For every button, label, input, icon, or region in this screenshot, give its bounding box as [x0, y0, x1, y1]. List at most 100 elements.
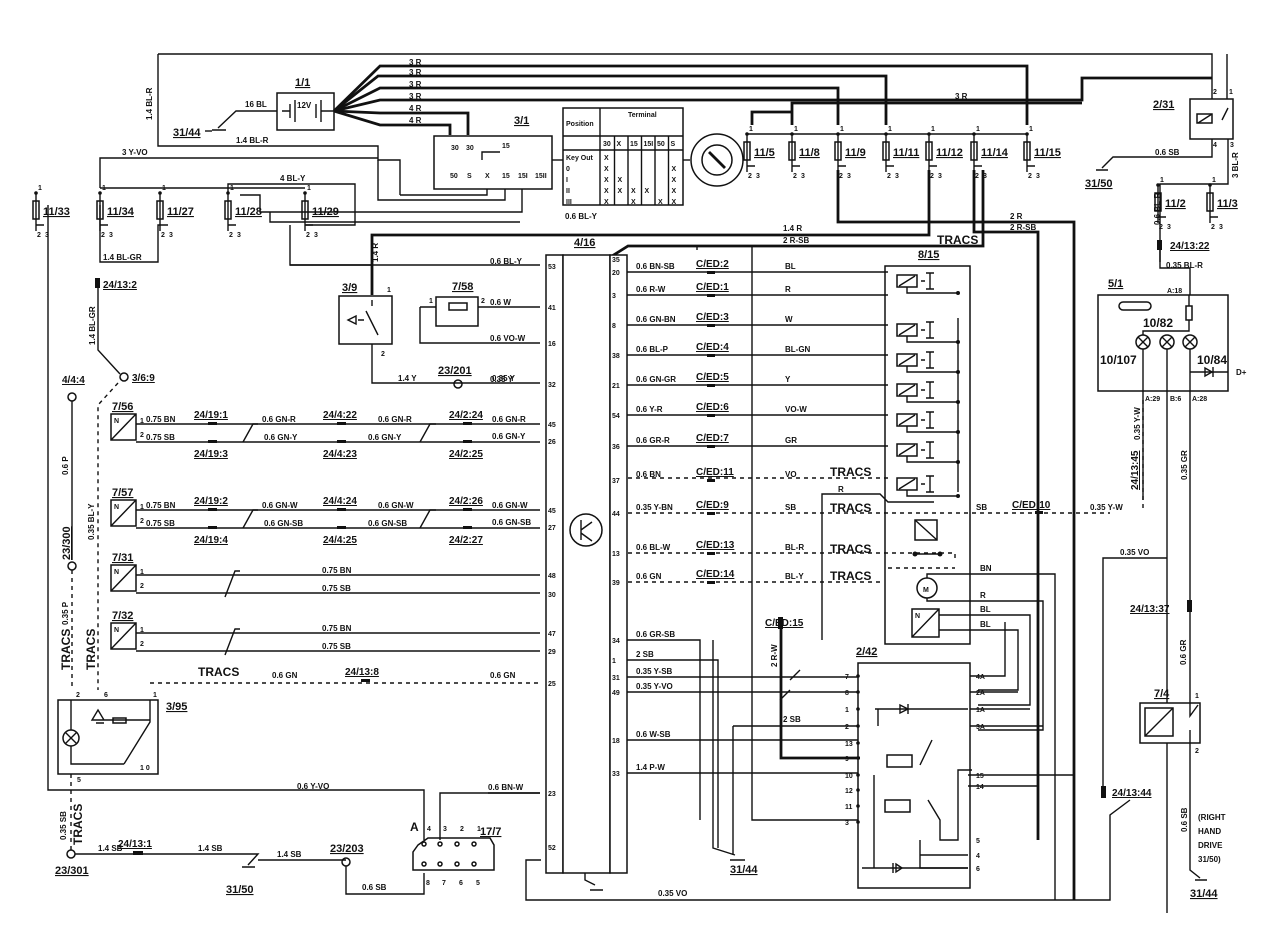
pin-label: 2: [306, 232, 310, 239]
table-row-label: II: [566, 188, 570, 195]
wire-label: 0.75 BN: [146, 501, 176, 510]
pin-label: 1: [1229, 89, 1233, 96]
lamp-id: 10/84: [1197, 353, 1227, 367]
wire-label: 2 SB: [636, 650, 654, 659]
fuse-label: 11/14: [981, 147, 1009, 159]
pin-label: 1: [976, 126, 980, 133]
fuse-label: 11/8: [799, 147, 820, 159]
connector-label: C/ED:6: [696, 402, 729, 413]
pin-label: 1: [1029, 126, 1033, 133]
pin-label: 3: [169, 232, 173, 239]
connector-label: C/ED:10: [1012, 500, 1051, 511]
table-mark: X: [604, 188, 609, 195]
connector-label: 4/4:4: [62, 375, 85, 386]
wire-label: 1.4 BL-R: [145, 87, 154, 120]
wire-label: R: [980, 591, 986, 600]
wire-label: 1.4 BL-R: [236, 136, 269, 145]
wire-label: BL: [980, 605, 991, 614]
table-mark: X: [604, 155, 609, 162]
relay-pin: 3A: [976, 724, 985, 731]
component-id: 3/95: [166, 701, 187, 713]
pin-label: 4: [427, 826, 431, 833]
hydraulic-unit-8-15: 8/15 TRACS R TRACS SB C/ED:10 0.35 Y-W T…: [628, 246, 1123, 900]
note-text: (RIGHT: [1198, 813, 1226, 822]
pin-label: 1: [140, 418, 144, 425]
pin-label: 7: [442, 880, 446, 887]
transistor-icon: [569, 513, 603, 547]
ecu-pin: 32: [548, 382, 556, 389]
wire-label: 0.6 BL-Y: [565, 212, 598, 221]
component-id: 2/42: [856, 646, 877, 658]
wire-label: 1.4 R: [371, 243, 380, 262]
connector-label: C/ED:7: [696, 433, 729, 444]
instrument-cluster-5-1: 5/1 A:18 10/82 10/107 10/84 D+ A:29 B:6 …: [1097, 278, 1247, 913]
wire-color-label: SB: [785, 503, 796, 512]
wire-label: 0.75 SB: [322, 584, 351, 593]
wire-label: 1.4 SB: [198, 844, 223, 853]
ignition-key-icon: [690, 133, 744, 187]
fuse-label: 11/28: [235, 206, 262, 218]
wire-color-label: BL: [785, 262, 796, 271]
terminal-label: 15: [502, 173, 510, 180]
connector-label: 24/2:26: [449, 496, 483, 507]
wire-label: 0.75 SB: [322, 642, 351, 651]
table-column-label: 15: [630, 141, 638, 148]
component-id: 3/9: [342, 282, 357, 294]
wire-label: 4 BL-Y: [280, 174, 306, 183]
component-id: 7/4: [1154, 688, 1170, 700]
pin-label: 2: [930, 173, 934, 180]
connector-label: C/ED:11: [696, 467, 734, 478]
wire-label: 0.35 Y: [490, 375, 514, 384]
ecu-pin: 49: [612, 690, 620, 697]
wire-color-label: BL-Y: [785, 572, 804, 581]
connector-label: C/ED:13: [696, 540, 735, 551]
wire-label: SB: [976, 503, 987, 512]
solenoid-valve: [896, 441, 960, 464]
relay-pin: 9: [845, 756, 849, 763]
tracs-label: TRACS: [71, 804, 85, 845]
tracs-switch-3-95: TRACS 0.6 GN 24/13:8 0.6 GN 3/95 2 6 1 5…: [55, 665, 540, 877]
wire-label: 0.75 SB: [146, 433, 175, 442]
wire-label: 0.6 BL-R: [1153, 192, 1162, 225]
pin-label: 3: [938, 173, 942, 180]
pin-label: 2: [140, 518, 144, 525]
connector-label: 24/4:24: [323, 496, 357, 507]
component-id: 7/57: [112, 487, 133, 499]
wire-label: 0.6 GN: [272, 671, 298, 680]
wire-label: 2 R-W: [770, 644, 779, 667]
wire-label: 0.6 GN-BN: [636, 315, 676, 324]
brake-switch-3-9: 3/9 1 2 1.4 Y 23/201 0.35 Y: [338, 282, 540, 389]
ground-circuit-bottom-left: 1.4 SB 24/13:1 1.4 SB 1.4 SB 31/50 23/20…: [75, 782, 540, 896]
wire-label: 0.6 SB: [1155, 148, 1180, 157]
relay-2-31: 2/31 2 1 4 3 0.6 SB 31/50 3 BL-R 0.6 BL-…: [1085, 54, 1240, 295]
wire-label: 0.6 GR-SB: [636, 630, 675, 639]
ecu-pin: 54: [612, 413, 620, 420]
wire-label: 0.6 Y-VO: [297, 782, 329, 791]
relay-pin: 4A: [976, 674, 985, 681]
wire-label: 0.6 GN-R: [492, 415, 526, 424]
relay-pin: 11: [845, 804, 853, 811]
component-id: 8/15: [918, 249, 939, 261]
wire-label: 0.6 GR: [1179, 639, 1188, 665]
pin-label: 2: [140, 583, 144, 590]
table-column-label: 15I: [644, 141, 654, 148]
pin-label: 5: [476, 880, 480, 887]
pin-label: 3: [237, 232, 241, 239]
wire-label: 0.6 BL-W: [636, 543, 671, 552]
solenoid-valve: [896, 475, 960, 498]
wire-label: BN: [980, 564, 992, 573]
fuse-label: 11/33: [43, 206, 70, 218]
pin-label: 1: [1212, 177, 1216, 184]
table-column-label: S: [671, 141, 676, 148]
wire-color-label: R: [785, 285, 791, 294]
pin-label: 3: [801, 173, 805, 180]
sensor-symbol: N: [114, 627, 119, 634]
ecu-pin: 26: [548, 439, 556, 446]
relay-pin: 3: [845, 820, 849, 827]
pin-label: 6: [104, 692, 108, 699]
tracs-label: TRACS: [59, 629, 73, 670]
wire-label: 3 R: [409, 58, 422, 67]
